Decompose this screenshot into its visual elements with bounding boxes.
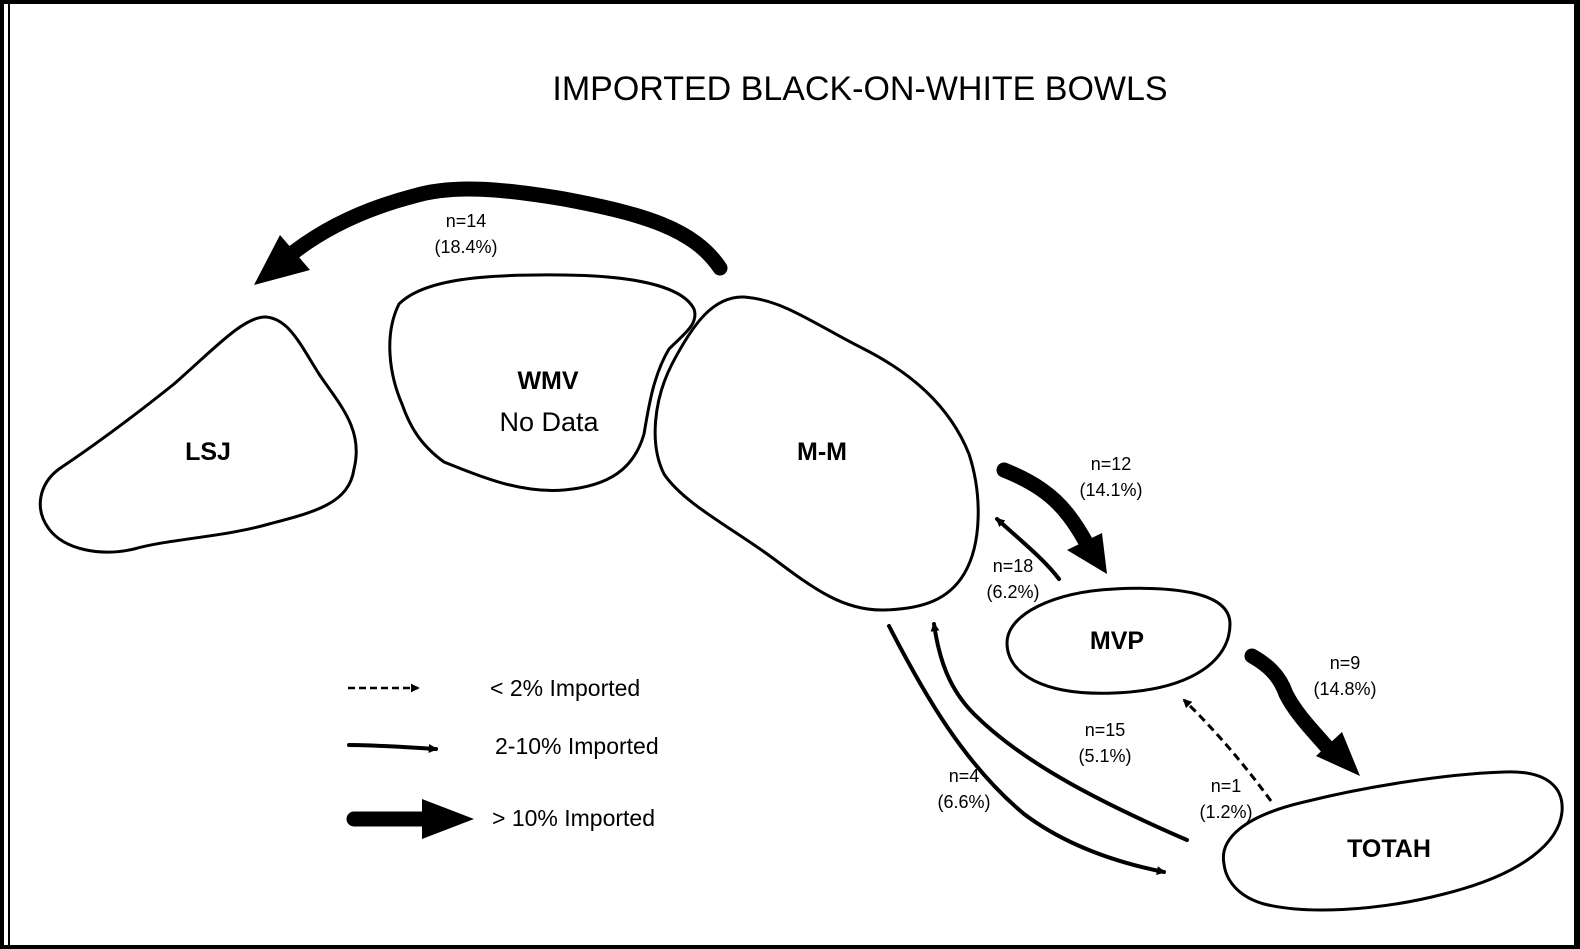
region-label-wmv: WMV: [517, 367, 578, 395]
region-totah-shape: [1221, 770, 1564, 912]
flow-percent-mvp-to-totah: (14.8%): [1313, 679, 1376, 699]
flow-count-mvp-to-totah: n=9: [1330, 653, 1361, 673]
flow-count-mm-to-totah: n=4: [949, 766, 980, 786]
flow-arrow-mm-to-mvp: [996, 462, 1107, 574]
flow-count-mm-to-lsj: n=14: [446, 211, 487, 231]
flow-percent-mm-to-totah: (6.6%): [937, 792, 990, 812]
diagram-title: IMPORTED BLACK-ON-WHITE BOWLS: [552, 70, 1167, 108]
region-mm-shape: [653, 295, 980, 612]
flow-arrow-mvp-to-mm: [995, 517, 1061, 581]
legend-label-dashed: < 2% Imported: [490, 675, 640, 701]
region-label-mm: M-M: [797, 438, 847, 466]
flow-percent-totah-to-mm: (5.1%): [1078, 746, 1131, 766]
legend-swatch-thin: [347, 743, 438, 754]
flow-arrow-totah-to-mm: [930, 622, 1189, 842]
flow-percent-mm-to-lsj: (18.4%): [434, 237, 497, 257]
legend: < 2% Imported 2-10% Imported > 10% Impor…: [346, 675, 659, 839]
flow-count-totah-to-mm: n=15: [1085, 720, 1126, 740]
legend-label-thick: > 10% Imported: [492, 805, 655, 831]
flow-count-mvp-to-mm: n=18: [993, 556, 1034, 576]
flow-count-mm-to-mvp: n=12: [1091, 454, 1132, 474]
region-label-totah: TOTAH: [1347, 835, 1431, 863]
region-label-mvp: MVP: [1090, 627, 1144, 655]
flow-percent-totah-to-mvp: (1.2%): [1199, 802, 1252, 822]
flow-percent-mm-to-mvp: (14.1%): [1079, 480, 1142, 500]
flow-arrow-totah-to-mvp: [1182, 698, 1273, 802]
region-lsj-shape: [38, 315, 358, 554]
region-label-lsj: LSJ: [185, 438, 231, 466]
flow-count-totah-to-mvp: n=1: [1211, 776, 1242, 796]
flow-percent-mvp-to-mm: (6.2%): [986, 582, 1039, 602]
region-note-wmv: No Data: [499, 407, 599, 437]
region-wmv-shape: [388, 273, 697, 493]
legend-label-thin: 2-10% Imported: [495, 733, 659, 759]
flow-arrow-mm-to-totah: [887, 624, 1166, 875]
flow-arrow-mvp-to-totah: [1244, 648, 1360, 776]
region-mvp-shape: [1005, 586, 1232, 695]
flow-arrow-mm-to-lsj: [254, 181, 728, 285]
flow-diagram: IMPORTED BLACK-ON-WHITE BOWLS LSJ WMV No…: [38, 70, 1564, 912]
legend-swatch-thick: [346, 799, 474, 839]
